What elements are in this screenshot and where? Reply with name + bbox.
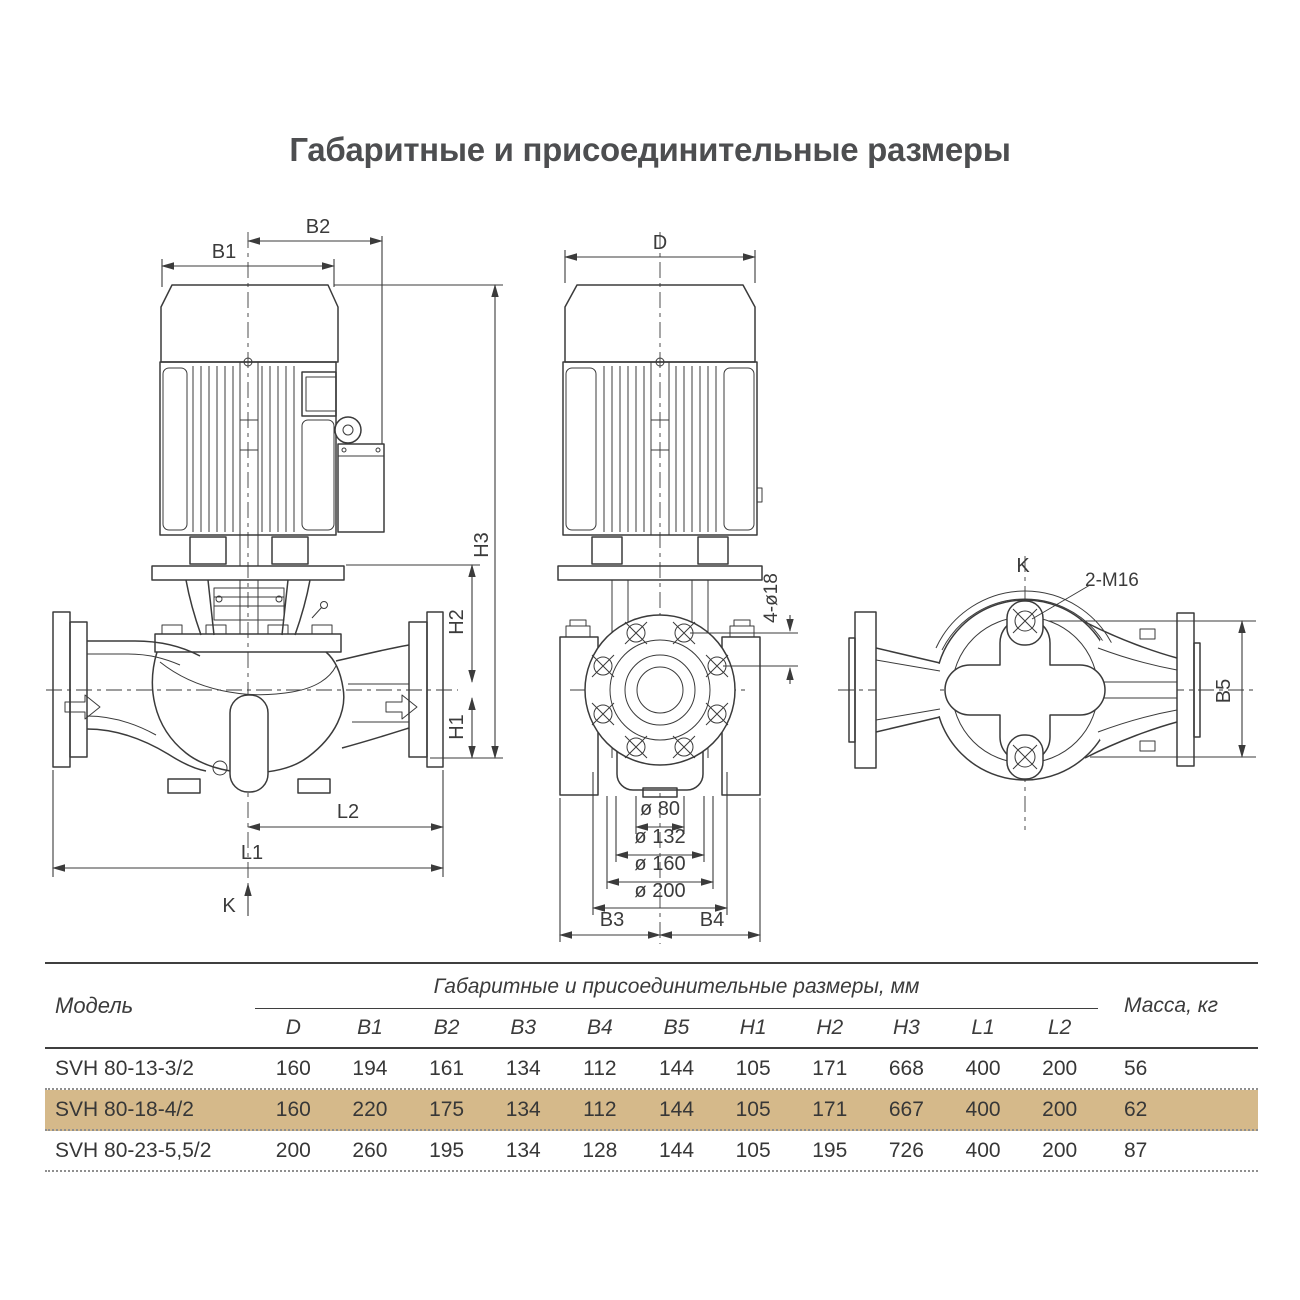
cell-b1: 220 <box>352 1098 388 1121</box>
dim-label-d200: ø 200 <box>634 880 685 902</box>
cell-b4: 128 <box>582 1139 618 1162</box>
dim-label-bolt-holes: 4-ø18 <box>761 573 782 623</box>
cell-h1: 105 <box>735 1139 771 1162</box>
dim-label-l2: L2 <box>337 801 359 823</box>
cell-l1: 400 <box>965 1098 1001 1121</box>
column-header-model: Модель <box>55 992 134 1018</box>
cell-l2: 200 <box>1042 1057 1078 1080</box>
cell-mass: 56 <box>1123 1057 1148 1080</box>
pump-front-view: B1 B2 H3 H2 H1 L2 L1 K <box>46 216 503 917</box>
flow-arrow-out-icon <box>385 694 418 720</box>
cell-h2: 171 <box>812 1098 848 1121</box>
dim-label-h3: H3 <box>471 532 493 558</box>
column-header-b2: B2 <box>433 1016 460 1039</box>
table-row-highlighted: SVH 80-18-4/2 160 220 175 134 112 144 10… <box>45 1090 1258 1131</box>
cell-b3: 134 <box>505 1057 541 1080</box>
column-header-b4: B4 <box>587 1016 613 1039</box>
cell-h3: 726 <box>888 1139 924 1162</box>
cell-h3: 667 <box>888 1098 924 1121</box>
column-header-l1: L1 <box>971 1016 995 1039</box>
dim-label-h2: H2 <box>446 609 468 635</box>
cell-h3: 668 <box>888 1057 924 1080</box>
dim-label-b1: B1 <box>212 241 236 263</box>
cell-b4: 112 <box>583 1098 617 1121</box>
pump-top-view: K 2-M16 B5 <box>838 555 1258 830</box>
cell-b5: 144 <box>658 1139 695 1162</box>
column-header-h1: H1 <box>739 1016 767 1039</box>
model-name: SVH 80-18-4/2 <box>55 1098 194 1121</box>
cell-l2: 200 <box>1042 1139 1078 1162</box>
dim-label-h1: H1 <box>446 714 468 740</box>
table-row: SVH 80-23-5,5/2 200 260 195 134 128 144 … <box>45 1131 1258 1172</box>
column-group-header: Габаритные и присоединительные размеры, … <box>255 964 1098 1009</box>
cell-b4: 112 <box>583 1057 617 1080</box>
cell-h2: 171 <box>812 1057 848 1080</box>
cell-b1: 194 <box>352 1057 388 1080</box>
table-row: SVH 80-13-3/2 160 194 161 134 112 144 10… <box>45 1049 1258 1090</box>
page-title: Габаритные и присоединительные размеры <box>289 131 1011 168</box>
pump-side-view: D 4-ø18 ø 80 ø 132 ø 160 ø 200 B3 B4 <box>557 232 798 944</box>
cell-d: 160 <box>275 1057 311 1080</box>
dim-label-b4: B4 <box>700 909 724 931</box>
cell-b2: 195 <box>429 1139 465 1162</box>
dim-label-l1: L1 <box>241 842 263 864</box>
dimensional-drawing: B1 B2 H3 H2 H1 L2 L1 K <box>46 216 1258 944</box>
column-header-l2: L2 <box>1047 1016 1072 1039</box>
cell-b1: 260 <box>352 1139 388 1162</box>
column-header-b1: B1 <box>357 1016 383 1039</box>
column-header-b5: B5 <box>663 1016 690 1039</box>
column-header-b3: B3 <box>510 1016 537 1039</box>
column-header-d: D <box>285 1016 301 1039</box>
cell-l2: 200 <box>1042 1098 1078 1121</box>
cell-b2: 161 <box>429 1057 465 1080</box>
cell-b3: 134 <box>505 1139 541 1162</box>
dim-label-d132: ø 132 <box>634 826 685 848</box>
column-header-h3: H3 <box>892 1016 920 1039</box>
dim-label-b3: B3 <box>600 909 624 931</box>
model-name: SVH 80-23-5,5/2 <box>55 1139 212 1162</box>
dim-label-d160: ø 160 <box>634 853 685 875</box>
thread-label-2m16: 2-M16 <box>1085 570 1139 591</box>
view-label-k: K <box>1016 555 1030 577</box>
cell-l1: 400 <box>965 1139 1001 1162</box>
cell-mass: 62 <box>1123 1098 1148 1121</box>
cell-mass: 87 <box>1123 1139 1148 1162</box>
cell-h2: 195 <box>812 1139 848 1162</box>
column-header-h2: H2 <box>816 1016 844 1039</box>
cell-b2: 175 <box>429 1098 465 1121</box>
cell-b5: 144 <box>658 1057 695 1080</box>
dimensions-table: Модель Габаритные и присоединительные ра… <box>45 962 1258 1172</box>
cell-l1: 400 <box>965 1057 1001 1080</box>
cell-h1: 105 <box>735 1098 771 1121</box>
dim-label-b2: B2 <box>306 216 330 238</box>
dim-label-d80: ø 80 <box>640 798 680 820</box>
view-direction-label-k: K <box>222 895 236 917</box>
cell-h1: 105 <box>735 1057 771 1080</box>
cell-b5: 144 <box>658 1098 695 1121</box>
column-header-mass: Масса, кг <box>1123 993 1219 1017</box>
cell-b3: 134 <box>505 1098 541 1121</box>
flow-arrow-in-icon <box>64 694 101 720</box>
model-name: SVH 80-13-3/2 <box>55 1057 194 1080</box>
table-header: Модель Габаритные и присоединительные ра… <box>45 962 1258 1049</box>
dim-label-b5: B5 <box>1213 679 1235 703</box>
cell-d: 160 <box>275 1098 311 1121</box>
cell-d: 200 <box>275 1139 311 1162</box>
dim-label-d: D <box>653 232 667 254</box>
